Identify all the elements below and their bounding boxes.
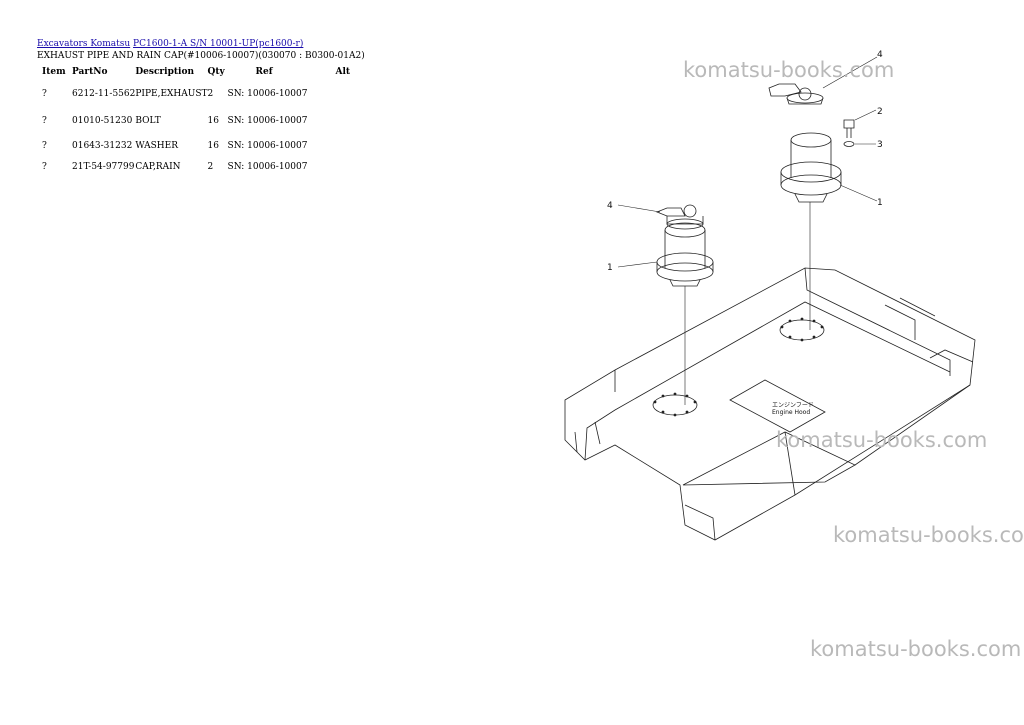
washer-part (843, 141, 855, 147)
rain-cap-right (768, 83, 824, 105)
header-item: Item (42, 67, 66, 77)
cell-item: ? (42, 162, 47, 172)
header-alt: Alt (335, 67, 351, 77)
cell-alt (336, 80, 366, 108)
page-title: EXHAUST PIPE AND RAIN CAP(#10006-10007)(… (37, 51, 365, 61)
bolt-part (843, 119, 855, 138)
cell-description: BOLT (135, 115, 161, 126)
cell-ref: SN: 10006-10007 (227, 89, 308, 99)
callout-4-left: 4 (607, 201, 613, 211)
engine-hood-label-en: Engine Hood (772, 409, 810, 416)
breadcrumb-link-model[interactable]: PC1600-1-A S/N 10001-UP(pc1600-r) (133, 39, 304, 49)
cell-description: WASHER (135, 141, 179, 151)
exhaust-pipe-left (656, 222, 714, 405)
cell-ref: SN: 10006-10007 (227, 115, 308, 126)
watermark-text: komatsu-books.com (683, 58, 895, 82)
engine-hood-label-jp: エンジンフード (772, 402, 814, 409)
parts-diagram: 4 2 3 1 4 1 エンジンフード Engine Hood (564, 50, 976, 541)
cell-alt (336, 108, 366, 133)
breadcrumb-link-excavators[interactable]: Excavators Komatsu (37, 39, 131, 49)
cell-ref: SN: 10006-10007 (227, 141, 308, 151)
header-description: Description (135, 67, 194, 77)
callout-leaders (617, 56, 878, 268)
cell-partno: 01643-31232 (72, 141, 133, 151)
cell-qty: 16 (207, 141, 219, 151)
callout-4-top: 4 (877, 50, 883, 60)
table-row: ? 01010-51230 BOLT 16 SN: 10006-10007 (37, 108, 366, 133)
callout-3: 3 (877, 140, 883, 150)
table-row: ? 01643-31232 WASHER 16 SN: 10006-10007 (37, 133, 366, 159)
cell-partno: 6212-11-5562 (72, 89, 136, 99)
cell-qty: 16 (207, 115, 219, 126)
table-header-row: Item PartNo Description Qty Ref Alt (37, 64, 366, 80)
cell-alt (336, 133, 366, 159)
callout-1-left: 1 (607, 263, 613, 273)
cell-description: CAP,RAIN (135, 162, 181, 172)
cell-partno: 21T-54-97799 (72, 162, 135, 172)
cell-ref: SN: 10006-10007 (227, 162, 308, 172)
watermark-text: komatsu-books.com (776, 428, 988, 452)
callout-1-right: 1 (877, 198, 883, 208)
cell-qty: 2 (207, 162, 214, 172)
watermark-text: komatsu-books.com (833, 523, 1024, 547)
rain-cap-left (655, 204, 704, 230)
header-qty: Qty (207, 67, 225, 77)
cell-item: ? (42, 141, 47, 151)
exhaust-pipe-right (780, 132, 842, 330)
parts-table: Item PartNo Description Qty Ref Alt ? 62… (37, 64, 366, 175)
table-row: ? 6212-11-5562 PIPE,EXHAUST 2 SN: 10006-… (37, 80, 366, 108)
callout-2: 2 (877, 107, 883, 117)
header-ref: Ref (255, 67, 273, 77)
header-partno: PartNo (72, 67, 108, 77)
watermark-text: komatsu-books.com (810, 637, 1022, 661)
cell-qty: 2 (207, 89, 214, 99)
cell-item: ? (42, 89, 47, 99)
breadcrumb: Excavators Komatsu PC1600-1-A S/N 10001-… (37, 39, 303, 50)
cell-description: PIPE,EXHAUST (135, 89, 208, 99)
cell-partno: 01010-51230 (72, 115, 133, 126)
cell-alt (336, 159, 366, 175)
engine-hood-frame (564, 267, 976, 541)
cell-item: ? (42, 115, 47, 126)
table-row: ? 21T-54-97799 CAP,RAIN 2 SN: 10006-1000… (37, 159, 366, 175)
